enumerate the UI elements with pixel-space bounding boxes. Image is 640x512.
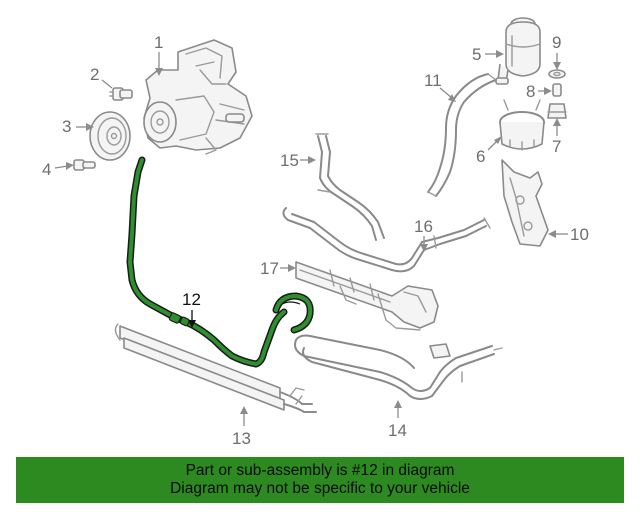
callout-8-label: 8 [526, 82, 535, 101]
pressure-line-16[interactable] [282, 207, 491, 273]
washer-9[interactable] [548, 69, 566, 79]
callout-7: 7 [552, 118, 561, 156]
callout-1-label: 1 [154, 33, 163, 52]
bolt-4[interactable] [73, 159, 96, 171]
callout-5-label: 5 [472, 45, 481, 64]
callout-12: 12 [182, 290, 201, 328]
callout-15: 15 [280, 151, 316, 170]
bolt-2[interactable] [109, 87, 133, 101]
callout-6-label: 6 [476, 147, 485, 166]
callout-10: 10 [548, 225, 589, 244]
reservoir-bracket[interactable] [499, 99, 545, 151]
steering-gear-17[interactable] [295, 261, 439, 331]
supply-hose-11[interactable] [427, 73, 497, 197]
callout-11: 11 [424, 71, 456, 102]
callout-9: 9 [552, 33, 561, 70]
callout-5: 5 [472, 45, 504, 64]
callout-13: 13 [232, 406, 251, 448]
callout-10-label: 10 [570, 225, 589, 244]
callout-3-label: 3 [62, 117, 71, 136]
callout-16-label: 16 [414, 217, 433, 236]
callout-14-label: 14 [388, 421, 407, 440]
callout-8: 8 [526, 82, 552, 101]
pulley[interactable] [89, 111, 131, 161]
reservoir[interactable] [495, 17, 541, 85]
banner-line-2: Diagram may not be specific to your vehi… [170, 480, 470, 497]
callout-1: 1 [154, 33, 163, 76]
pressure-line-15[interactable] [315, 133, 385, 241]
return-line-14[interactable] [294, 334, 503, 400]
pressure-hose-12-highlighted[interactable] [126, 156, 314, 368]
parts-diagram: 1 2 3 4 [42, 17, 589, 448]
spacer-8[interactable] [552, 83, 562, 97]
callout-17-label: 17 [260, 259, 279, 278]
callout-4-label: 4 [42, 160, 51, 179]
callout-7-label: 7 [552, 137, 561, 156]
callout-12-label: 12 [182, 290, 201, 309]
callout-4: 4 [42, 160, 74, 179]
callout-16: 16 [414, 217, 433, 252]
info-banner: Part or sub-assembly is #12 in diagram D… [16, 457, 624, 503]
cooler-13[interactable] [114, 323, 317, 413]
callout-9-label: 9 [552, 33, 561, 52]
callout-2: 2 [90, 65, 114, 90]
callout-15-label: 15 [280, 151, 299, 170]
grommet-7[interactable] [547, 103, 567, 119]
power-steering-pump[interactable] [143, 39, 253, 155]
banner-line-1: Part or sub-assembly is #12 in diagram [185, 462, 455, 479]
callout-3: 3 [62, 117, 94, 136]
callout-2-label: 2 [90, 65, 99, 84]
callout-11-label: 11 [424, 71, 442, 90]
callout-14: 14 [388, 400, 407, 440]
callout-17: 17 [260, 259, 296, 278]
callout-13-label: 13 [232, 429, 251, 448]
mounting-bracket[interactable] [501, 159, 549, 247]
callout-6: 6 [476, 136, 502, 166]
